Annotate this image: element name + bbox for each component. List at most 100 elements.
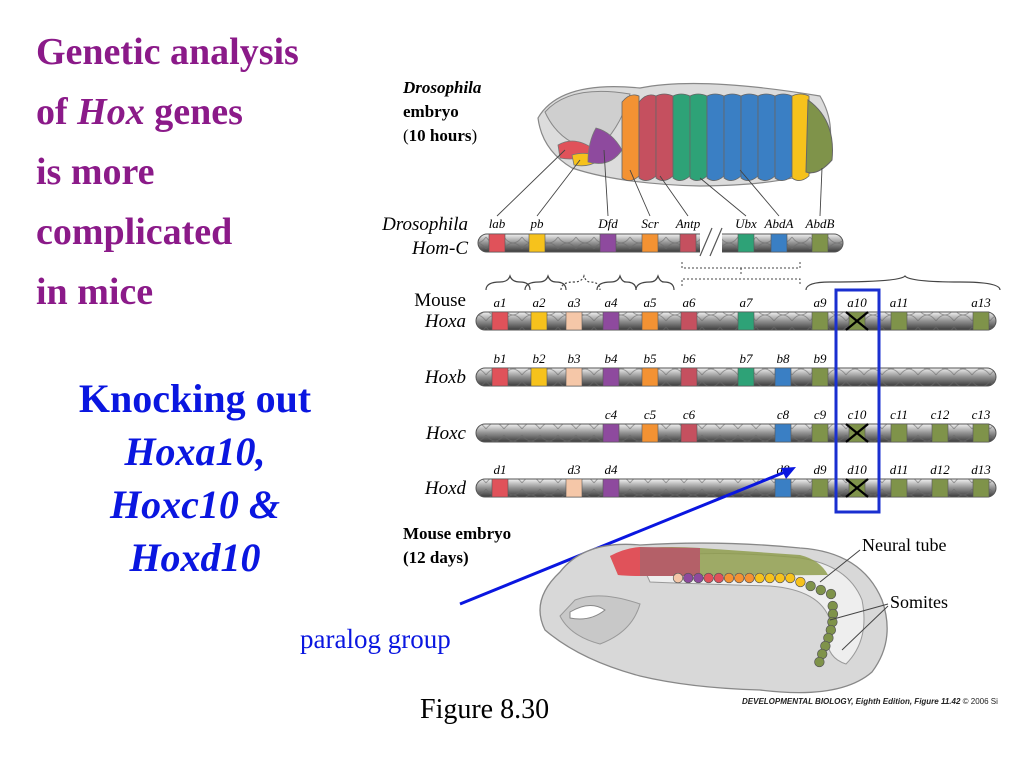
gene-label: d1 [494, 462, 507, 477]
pointer-line [659, 175, 689, 217]
fly-segments [621, 93, 810, 181]
somite [734, 572, 745, 584]
somite [825, 588, 837, 600]
merge-brackets [681, 262, 801, 286]
homc-gene-band [599, 233, 617, 253]
title-line-3: is more [36, 151, 155, 193]
somite [693, 572, 704, 584]
homc-gene-label: Antp [675, 216, 701, 231]
gene-label: b6 [683, 351, 697, 366]
diagram-labels: Drosophila embryo (10 hours) Drosophila … [381, 78, 948, 612]
gene-label: d13 [971, 462, 991, 477]
gene-band [811, 367, 829, 387]
gene-label: d12 [930, 462, 950, 477]
gene-band [680, 423, 698, 443]
gene-label: c10 [848, 407, 867, 422]
somite [785, 572, 796, 584]
homc-label-2: Hom-C [411, 238, 468, 259]
fly-segment [672, 93, 691, 181]
gene-band [737, 311, 755, 331]
gene-band [890, 423, 908, 443]
gene-label: d11 [890, 462, 909, 477]
gene-band [565, 478, 583, 498]
chromosome-texture [476, 479, 996, 497]
gene-label: c11 [890, 407, 908, 422]
somite [744, 572, 755, 584]
gene-label: c12 [931, 407, 950, 422]
pointer-line [496, 149, 566, 217]
source-credit: DEVELOPMENTAL BIOLOGY, Eighth Edition, F… [742, 697, 998, 706]
paralog-arrow [459, 467, 796, 606]
gene-label: b4 [605, 351, 619, 366]
gene-label: a2 [533, 295, 547, 310]
pointer-line [739, 169, 780, 217]
gene-label: c6 [683, 407, 696, 422]
homc-gene-label: AbdA [764, 216, 794, 231]
fly-segment [706, 93, 725, 181]
fly-embryo-label-3: (10 hours) [403, 126, 477, 145]
gene-band [811, 423, 829, 443]
gene-band [491, 311, 509, 331]
knockout-x-mark [845, 478, 869, 498]
homc-gene-band [488, 233, 506, 253]
gene-label: a9 [814, 295, 828, 310]
title-line-2: of Hox genes [36, 91, 243, 133]
fly-segment [791, 93, 810, 181]
fly-segment [723, 93, 742, 181]
chromosome-texture [476, 312, 996, 330]
homc-gene-label: Scr [641, 216, 659, 231]
gene-band [641, 423, 659, 443]
knockout-x-mark [845, 311, 869, 331]
paralog-group-label: paralog group [300, 624, 451, 654]
gene-band [811, 478, 829, 498]
gene-band [565, 311, 583, 331]
gene-label: d10 [847, 462, 867, 477]
gene-label: a1 [494, 295, 507, 310]
gene-band [602, 423, 620, 443]
gene-band [931, 478, 949, 498]
gene-label: a3 [568, 295, 582, 310]
paralog-highlight-box [834, 288, 881, 514]
gene-band [491, 367, 509, 387]
fly-segment [689, 93, 708, 181]
homc-gene-band [737, 233, 755, 253]
gene-label: c5 [644, 407, 657, 422]
gene-label: b3 [568, 351, 582, 366]
gene-label: d3 [568, 462, 582, 477]
somite [764, 572, 775, 584]
gene-band [774, 367, 792, 387]
gene-label: b8 [777, 351, 791, 366]
pointer-line [629, 169, 651, 217]
gene-label: c4 [605, 407, 618, 422]
homc-label-1: Drosophila [381, 214, 468, 235]
mouse-embryo-label-2: (12 days) [403, 548, 469, 567]
somite [814, 656, 825, 668]
knockout-line-4: Hoxd10 [129, 535, 261, 580]
paralog-braces [485, 274, 1001, 291]
mouse-embryo-label-1: Mouse embryo [403, 524, 511, 543]
homc-gene-label: AbdB [805, 216, 835, 231]
gene-band [680, 311, 698, 331]
chromosome-texture [476, 424, 996, 442]
figure-caption: Figure 8.30 [420, 694, 550, 725]
slide-title: Genetic analysis of Hox genes is more co… [36, 22, 416, 322]
gene-band [774, 478, 792, 498]
chromosome-texture [476, 368, 996, 386]
gene-band [931, 423, 949, 443]
pointer-line [536, 159, 581, 217]
somite [723, 572, 735, 584]
gene-label: c8 [777, 407, 790, 422]
pointer-line [699, 177, 747, 217]
homc-gene-label: Dfd [597, 216, 618, 231]
somite [703, 572, 714, 584]
homc-gene-label: lab [489, 216, 506, 231]
gene-band [680, 367, 698, 387]
gene-label: c9 [814, 407, 827, 422]
gene-band [641, 311, 659, 331]
gene-label: a7 [740, 295, 754, 310]
homc-gene-band [811, 233, 829, 253]
knockout-line-1: Knocking out [78, 376, 312, 421]
title-line-4: complicated [36, 211, 233, 253]
